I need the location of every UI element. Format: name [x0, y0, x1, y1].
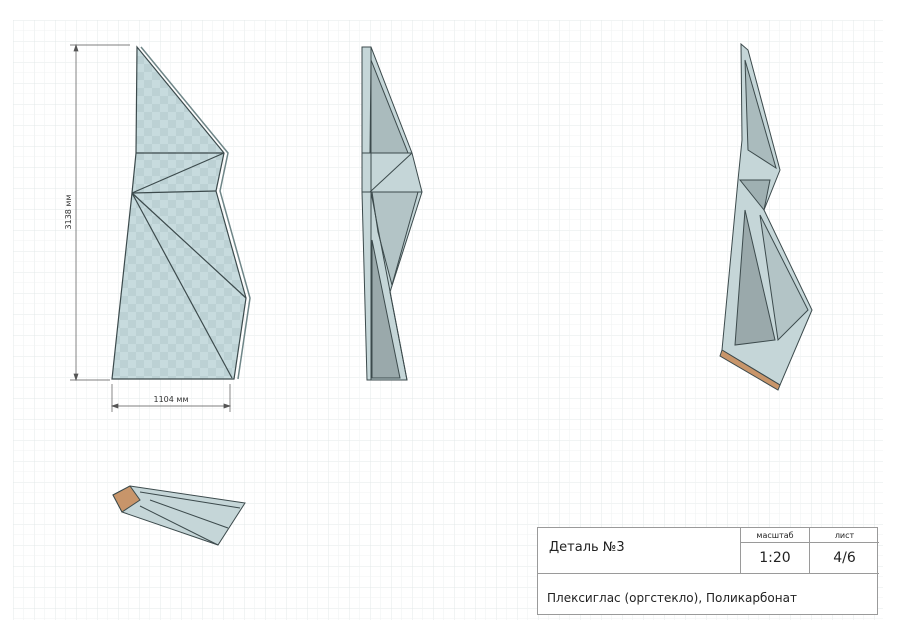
top-view	[112, 485, 246, 546]
height-dimension-label: 3138 мм	[64, 195, 73, 230]
scale-value: 1:20	[741, 543, 810, 574]
height-dimension	[70, 43, 130, 382]
sheet-value: 4/6	[810, 543, 879, 574]
material: Плексиглас (оргстекло), Поликарбонат	[547, 591, 797, 605]
side-view	[361, 46, 423, 381]
width-dimension	[110, 384, 232, 412]
width-dimension-label: 1104 мм	[154, 395, 189, 404]
title-block: Деталь №3 масштаб лист 1:20 4/6 Плексигл…	[537, 527, 879, 615]
isometric-view	[719, 42, 813, 391]
sheet-header: лист	[810, 528, 879, 543]
front-view	[111, 45, 251, 380]
scale-header: масштаб	[741, 528, 810, 543]
detail-name: Деталь №3	[538, 528, 741, 574]
